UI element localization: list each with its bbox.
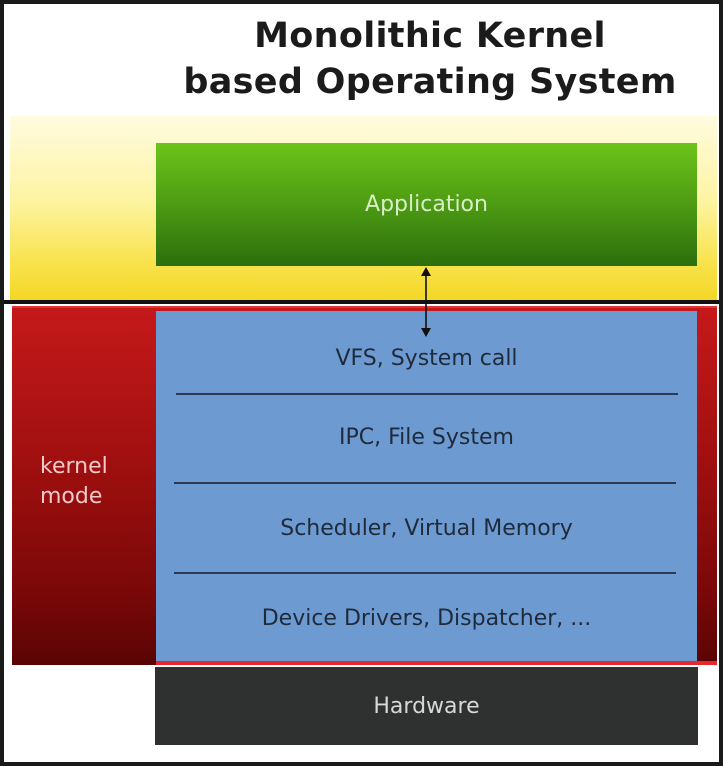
layer-separator bbox=[174, 572, 676, 574]
kernel-mode-label: kernel mode bbox=[40, 452, 140, 512]
application-box: Application bbox=[156, 143, 697, 266]
application-label: Application bbox=[365, 192, 488, 217]
diagram-title-line-2: based Operating System bbox=[183, 62, 677, 102]
user-kernel-boundary-line bbox=[4, 300, 719, 304]
hardware-box: Hardware bbox=[155, 667, 698, 745]
diagram-title-line-1: Monolithic Kernel bbox=[254, 16, 606, 56]
kernel-layer-vfs-syscall: VFS, System call bbox=[335, 346, 518, 371]
arrow-head-down bbox=[421, 328, 431, 337]
kernel-layer-scheduler-vm: Scheduler, Virtual Memory bbox=[280, 516, 573, 541]
double-arrow-icon bbox=[421, 267, 431, 337]
layer-separator bbox=[174, 482, 676, 484]
layer-separator bbox=[176, 393, 678, 395]
kernel-layer-ipc-filesystem: IPC, File System bbox=[339, 425, 514, 450]
kernel-layer-drivers-dispatcher: Device Drivers, Dispatcher, ... bbox=[261, 606, 592, 631]
kernel-box bbox=[156, 311, 697, 662]
arrow-head-up bbox=[421, 267, 431, 276]
kernel-hardware-boundary-line bbox=[156, 661, 717, 665]
hardware-label: Hardware bbox=[373, 693, 480, 719]
kernel-mode-label-line-2: mode bbox=[40, 484, 103, 509]
kernel-mode-label-line-1: kernel bbox=[40, 454, 108, 479]
